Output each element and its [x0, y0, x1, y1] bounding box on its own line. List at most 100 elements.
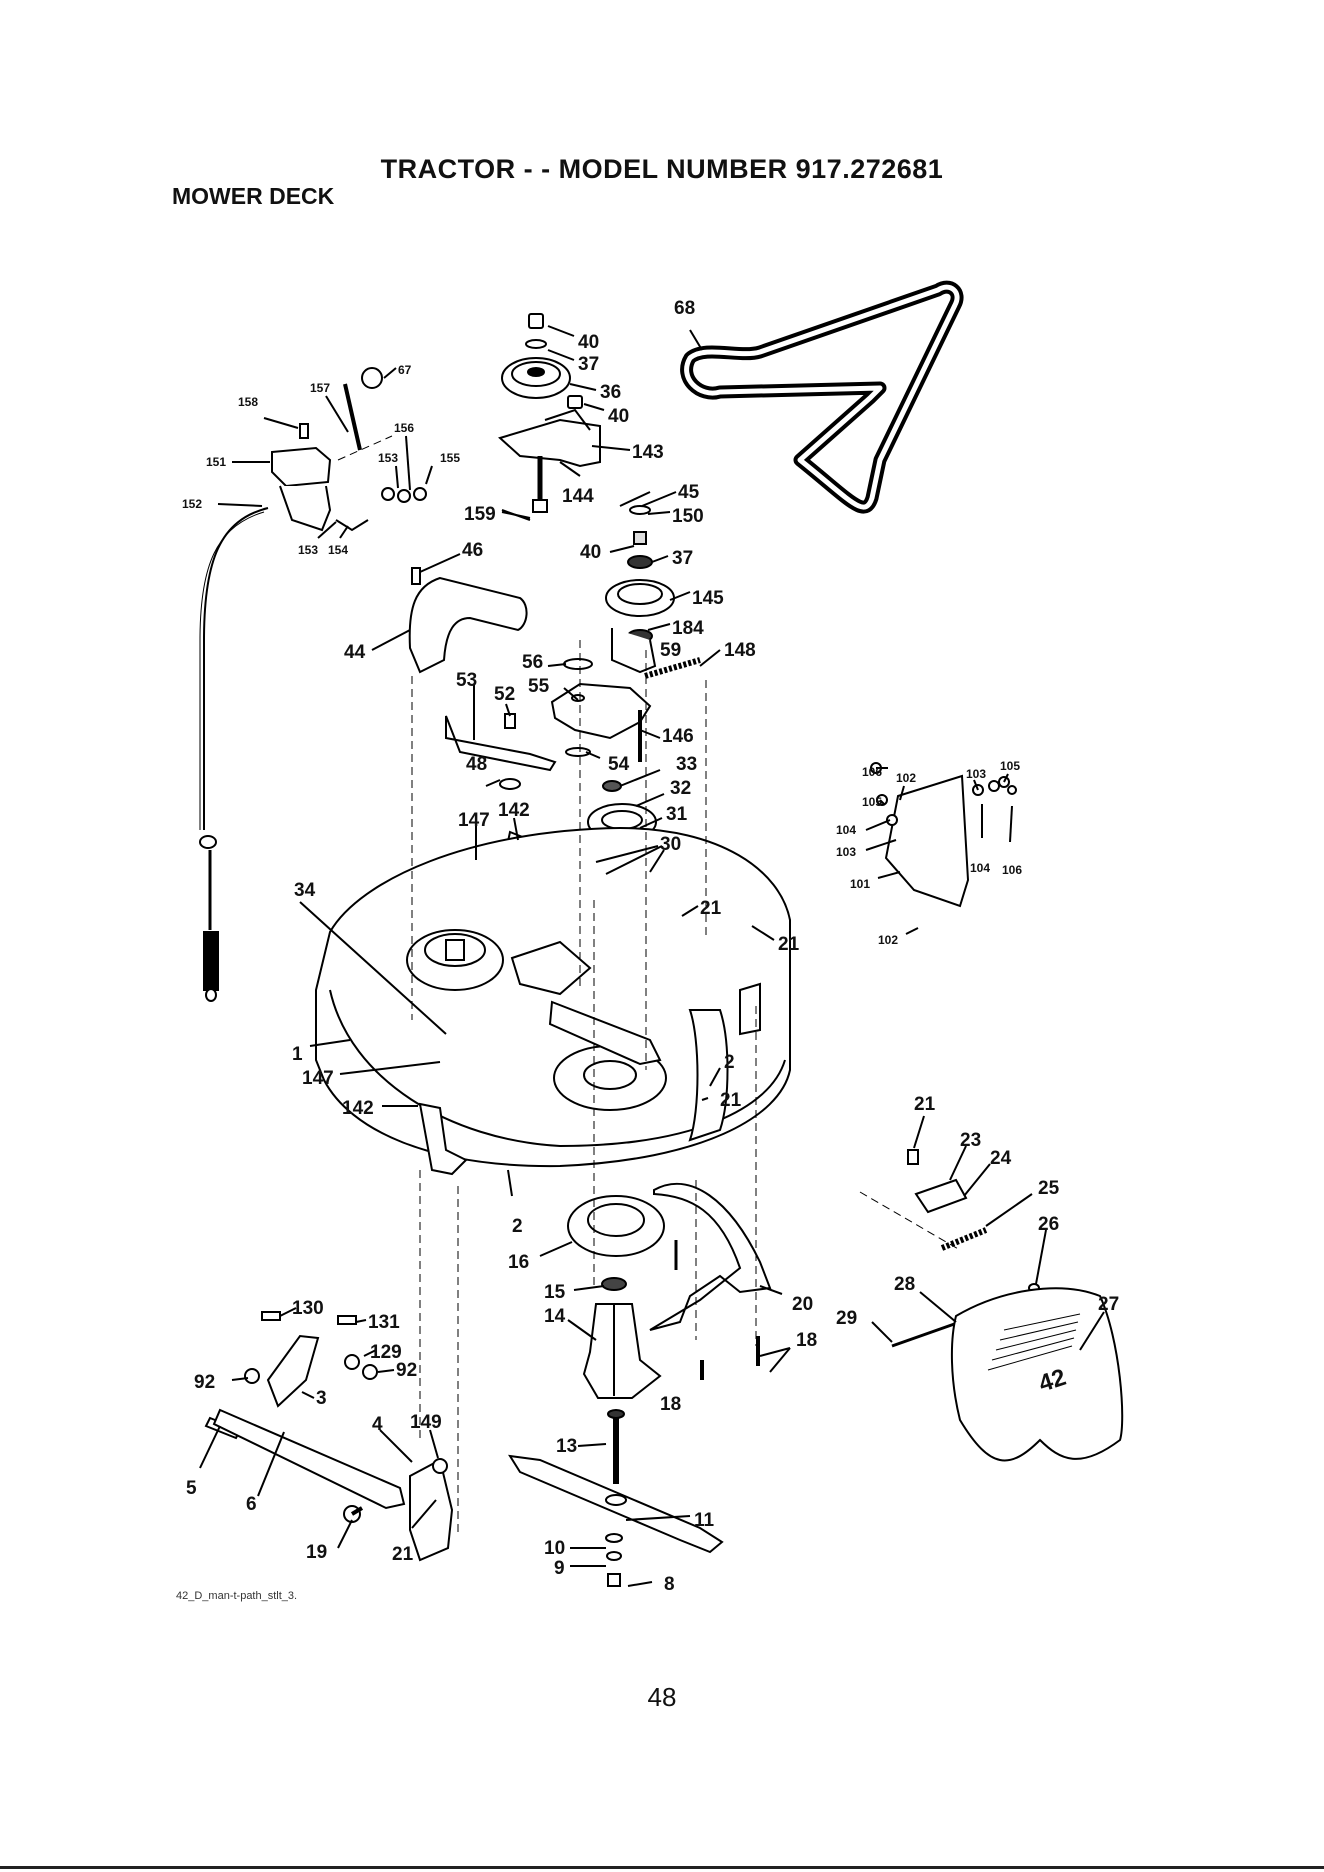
part-label: 147: [458, 810, 490, 831]
part-label: 37: [672, 548, 693, 569]
part-label: 155: [440, 451, 460, 465]
footnote: 42_D_man-t-path_stlt_3.: [176, 1590, 298, 1602]
part-label: 53: [456, 670, 477, 691]
part-label: 33: [676, 754, 697, 775]
leader-lines: [199, 325, 1105, 1587]
part-label: 106: [1002, 863, 1022, 877]
part-label: 23: [960, 1130, 981, 1151]
part-label: 8: [664, 1574, 675, 1595]
part-label: 5: [186, 1478, 197, 1499]
part-label: 54: [608, 754, 630, 775]
part-label: 104: [970, 861, 990, 875]
part-label: 59: [660, 640, 681, 661]
part-label: 32: [670, 778, 691, 799]
part-label: 21: [914, 1094, 936, 1115]
part-label: 147: [302, 1068, 334, 1089]
part-label: 152: [182, 497, 202, 511]
part-label: 103: [966, 767, 986, 781]
part-label: 102: [878, 933, 898, 947]
bearing-15: [601, 1277, 627, 1291]
part-label: 21: [720, 1090, 742, 1111]
page-title: TRACTOR - - MODEL NUMBER 917.272681: [380, 154, 944, 184]
nut: [567, 395, 583, 409]
part-label: 18: [796, 1330, 817, 1351]
drive-belt: [680, 280, 964, 514]
part-label: 27: [1098, 1294, 1119, 1315]
part-label: 15: [544, 1282, 566, 1303]
part-label: 130: [292, 1298, 324, 1319]
part-label: 36: [600, 382, 621, 403]
spring-148: [644, 657, 701, 679]
part-label: 67: [398, 363, 412, 377]
part-label: 4: [372, 1414, 383, 1435]
part-label: 143: [632, 442, 664, 463]
deflector-bracket: [870, 762, 1017, 908]
part-label: 184: [672, 618, 704, 639]
lift-links: [204, 1311, 454, 1562]
part-label: 156: [394, 421, 414, 435]
part-label: 6: [246, 1494, 257, 1515]
idler-arm-59: [611, 628, 657, 674]
part-label: 92: [396, 1360, 417, 1381]
part-label: 9: [554, 1558, 565, 1579]
page-bottom-rule: [0, 1866, 1324, 1869]
part-label: 148: [724, 640, 756, 661]
idler-plate-55: [550, 682, 652, 740]
part-label: 2: [512, 1216, 523, 1237]
part-label: 40: [580, 542, 601, 563]
part-label: 144: [562, 486, 594, 507]
part-label: 18: [660, 1394, 681, 1415]
idler-bracket: [498, 418, 601, 468]
part-label: 52: [494, 684, 515, 705]
part-label: 20: [792, 1294, 813, 1315]
belt-guard: [408, 567, 528, 674]
part-label: 145: [692, 588, 724, 609]
spring-25: [940, 1227, 988, 1251]
part-label: 13: [556, 1436, 577, 1457]
part-label: 24: [990, 1148, 1012, 1169]
link-6: [212, 1408, 406, 1510]
spindle-14: [582, 1303, 662, 1399]
part-label: 146: [662, 726, 694, 747]
part-label: 21: [700, 898, 722, 919]
part-label: 103: [836, 845, 856, 859]
part-label: 29: [836, 1308, 857, 1329]
part-label: 102: [896, 771, 916, 785]
part-label: 92: [194, 1372, 215, 1393]
lift-cable: [199, 507, 269, 1002]
part-label: 44: [344, 642, 366, 663]
page-number: 48: [647, 1682, 677, 1712]
part-label: 21: [778, 934, 800, 955]
part-label: 150: [672, 506, 704, 527]
part-label: 158: [238, 395, 258, 409]
assembly-guides: [337, 435, 961, 1536]
part-label: 40: [608, 406, 629, 427]
part-label: 14: [544, 1306, 566, 1327]
part-label: 34: [294, 880, 316, 901]
part-label: 153: [378, 451, 398, 465]
part-label: 129: [370, 1342, 402, 1363]
part-label: 31: [666, 804, 688, 825]
part-label: 25: [1038, 1178, 1060, 1199]
part-label: 21: [392, 1544, 414, 1565]
spacer-33: [602, 780, 622, 792]
part-label: 105: [862, 795, 882, 809]
section-title: MOWER DECK: [172, 183, 335, 209]
part-label: 10: [544, 1538, 565, 1559]
deck-bracket-142: [418, 1102, 468, 1176]
part-label: 157: [310, 381, 330, 395]
part-label: 28: [894, 1274, 915, 1295]
part-label: 45: [678, 482, 700, 503]
part-label: 19: [306, 1542, 327, 1563]
top-idler-assembly: [498, 313, 601, 513]
part-label: 153: [298, 543, 318, 557]
washer: [525, 339, 547, 349]
part-label: 149: [410, 1412, 442, 1433]
part-label: 159: [464, 504, 496, 525]
part-label: 30: [660, 834, 681, 855]
part-label: 16: [508, 1252, 529, 1273]
part-label: 40: [578, 332, 599, 353]
part-label: 3: [316, 1388, 327, 1409]
part-label: 68: [674, 298, 695, 319]
